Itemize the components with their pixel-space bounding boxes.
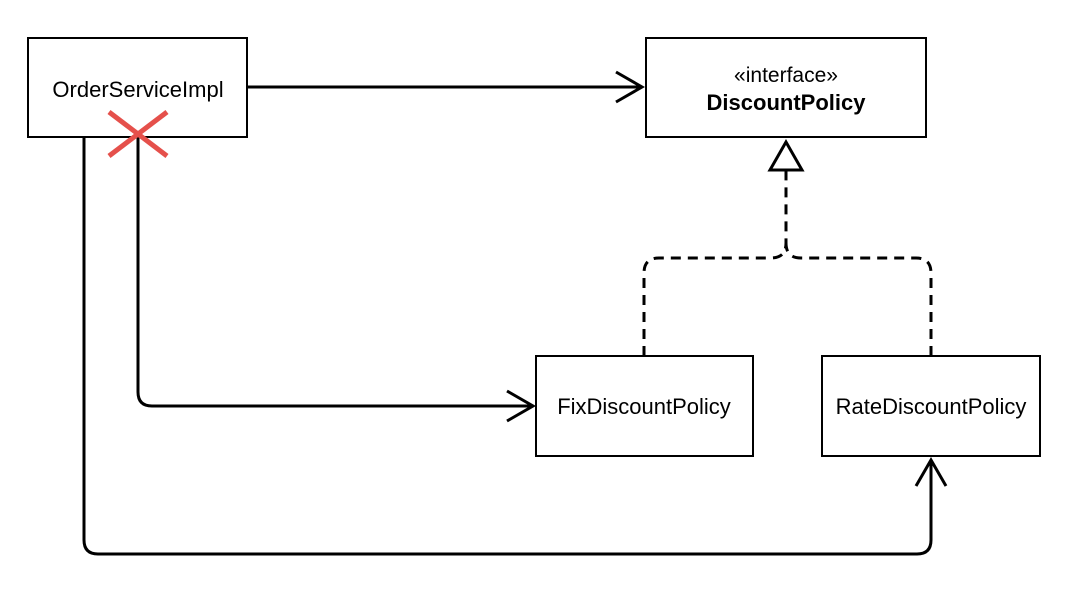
rate-discount-policy-box: RateDiscountPolicy (821, 355, 1041, 457)
discount-policy-label: DiscountPolicy (707, 90, 867, 115)
order-to-fix-discount-arrow (136, 137, 537, 423)
realization-triangle-head (767, 138, 805, 172)
fix-discount-policy-label: FixDiscountPolicy (557, 394, 731, 419)
order-to-rate-discount-arrow (82, 137, 948, 556)
cross-mark-icon (107, 110, 169, 158)
interface-stereotype-label: «interface» (734, 64, 838, 87)
order-service-impl-box: OrderServiceImpl (27, 37, 248, 138)
realization-connector (642, 138, 933, 356)
rate-discount-policy-label: RateDiscountPolicy (836, 394, 1027, 419)
discount-policy-interface-box: «interface» DiscountPolicy (645, 37, 927, 138)
fix-discount-policy-box: FixDiscountPolicy (535, 355, 754, 457)
order-to-discount-policy-arrow (247, 70, 646, 104)
order-service-impl-label: OrderServiceImpl (52, 77, 223, 102)
